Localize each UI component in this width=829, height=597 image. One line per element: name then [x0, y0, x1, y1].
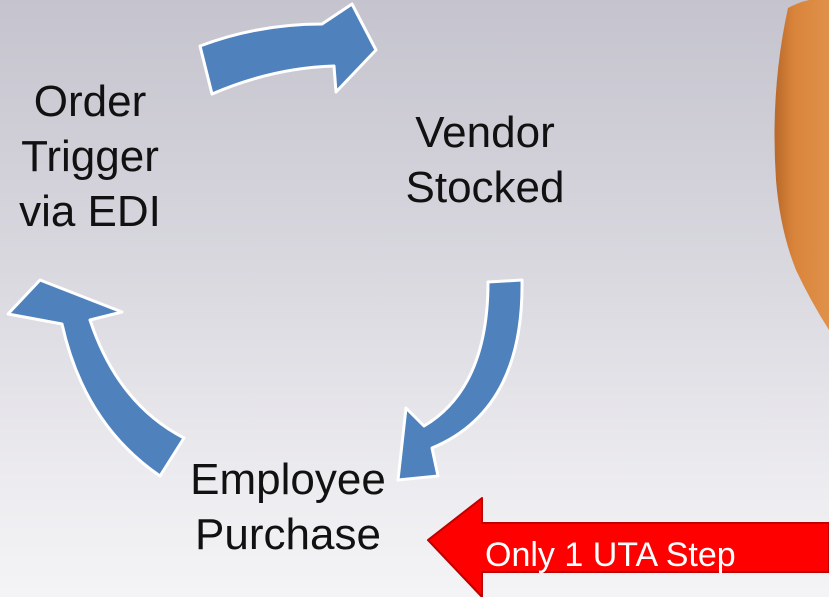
node-label-line: Employee: [190, 455, 386, 504]
node-label-line: via EDI: [19, 187, 161, 236]
node-vendor-stocked: Vendor Stocked: [380, 105, 590, 215]
node-employee-purchase: Employee Purchase: [158, 452, 418, 562]
cycle-arrow-vendor-to-purchase: [396, 278, 524, 482]
node-label-line: Stocked: [405, 163, 565, 212]
node-label-line: Trigger: [21, 132, 159, 181]
cycle-arrow-order-to-vendor: [198, 2, 378, 96]
node-label-line: Purchase: [195, 510, 381, 559]
callout-label: Only 1 UTA Step: [485, 536, 736, 574]
node-label-line: Vendor: [415, 108, 555, 157]
cylinder-shape: [774, 0, 829, 330]
node-order-trigger: Order Trigger via EDI: [0, 74, 180, 239]
cycle-arrow-purchase-to-order: [6, 278, 186, 478]
callout-arrow: [427, 497, 829, 597]
node-label-line: Order: [33, 77, 147, 126]
